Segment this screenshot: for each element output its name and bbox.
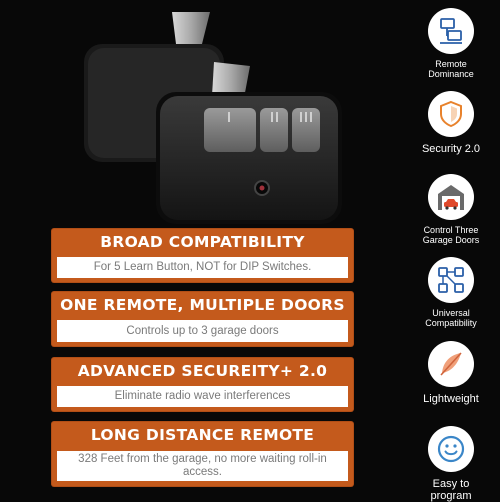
feature-card-multiple-doors: ONE REMOTE, MULTIPLE DOORS Controls up t…: [52, 292, 353, 346]
badge-universal-compatibility: Universal Compatibility: [420, 257, 482, 328]
feature-title: LONG DISTANCE REMOTE: [90, 426, 315, 444]
feature-title: BROAD COMPATIBILITY: [100, 233, 305, 251]
shield-icon: [440, 100, 462, 128]
badge-label: Lightweight: [423, 393, 479, 405]
remote-button-1: [204, 108, 256, 152]
badge-label: Security 2.0: [421, 143, 481, 155]
product-image: [84, 12, 342, 224]
badge-remote-dominance: Remote Dominance: [420, 8, 482, 79]
badge-label: Control Three Garage Doors: [422, 225, 480, 245]
network-device-icon: [440, 18, 462, 44]
badge-security: Security 2.0: [420, 91, 482, 155]
feature-card-long-distance: LONG DISTANCE REMOTE 328 Feet from the g…: [52, 422, 353, 486]
feature-title: ONE REMOTE, MULTIPLE DOORS: [60, 296, 345, 314]
network-nodes-icon: [438, 267, 464, 293]
smiley-icon: [437, 435, 465, 463]
badge-label: Easy to program: [430, 478, 472, 502]
garage-car-icon: [438, 185, 464, 210]
feature-subtitle: Eliminate radio wave interferences: [57, 386, 348, 407]
feature-card-compatibility: BROAD COMPATIBILITY For 5 Learn Button, …: [52, 229, 353, 282]
feature-card-security: ADVANCED SECUREITY+ 2.0 Eliminate radio …: [52, 358, 353, 411]
badge-easy-to-program: Easy to program: [420, 426, 482, 502]
badge-label: Remote Dominance: [428, 59, 474, 79]
badge-label: Universal Compatibility: [425, 308, 477, 328]
badge-three-doors: Control Three Garage Doors: [420, 174, 482, 245]
feature-subtitle: Controls up to 3 garage doors: [57, 320, 348, 342]
remote-button-2: [260, 108, 288, 152]
remote-button-3: [292, 108, 320, 152]
badge-lightweight: Lightweight: [420, 341, 482, 405]
feature-title: ADVANCED SECUREITY+ 2.0: [77, 362, 328, 380]
feature-subtitle: 328 Feet from the garage, no more waitin…: [57, 451, 348, 481]
feather-icon: [440, 352, 462, 376]
front-remote: [156, 62, 342, 224]
feature-subtitle: For 5 Learn Button, NOT for DIP Switches…: [57, 257, 348, 278]
